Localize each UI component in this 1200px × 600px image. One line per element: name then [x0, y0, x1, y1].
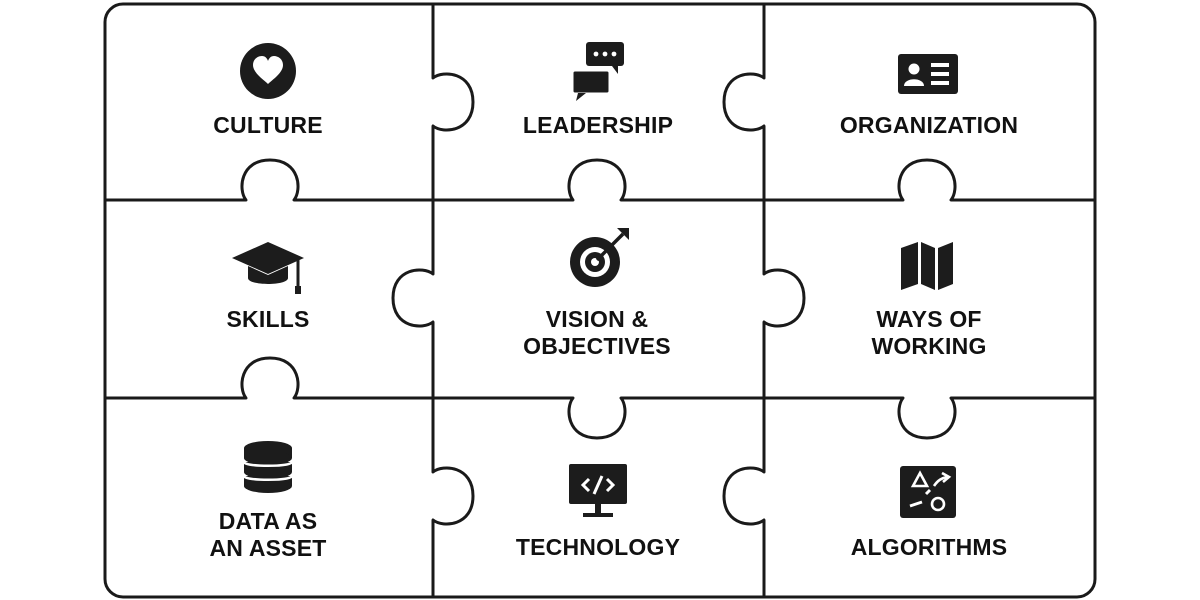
seam-h2: [103, 356, 1097, 440]
heart-icon: [240, 43, 296, 99]
seam-v1: [391, 2, 475, 599]
culture-label: CULTURE: [213, 112, 323, 138]
database-icon: [242, 441, 294, 493]
technology-label: TECHNOLOGY: [516, 534, 680, 560]
skills-label: SKILLS: [227, 306, 310, 332]
vision-label-line1: VISION &: [546, 306, 649, 332]
algorithm-icon: [900, 466, 956, 518]
data-label-line2: AN ASSET: [209, 535, 326, 561]
graduation-cap-icon: [232, 242, 304, 294]
algorithms-label: ALGORITHMS: [851, 534, 1008, 560]
puzzle-frame: [103, 2, 1097, 599]
id-card-icon: [898, 54, 958, 94]
vision-label-line2: OBJECTIVES: [523, 333, 671, 359]
code-monitor-icon: [569, 464, 627, 517]
chat-bubbles-icon: [570, 42, 624, 101]
seam-v2: [722, 2, 806, 599]
leadership-label: LEADERSHIP: [523, 112, 673, 138]
organization-label: ORGANIZATION: [840, 112, 1018, 138]
target-icon: [570, 228, 629, 287]
seam-h1-a: [103, 158, 1097, 202]
ways-label-line1: WAYS OF: [876, 306, 981, 332]
data-label-line1: DATA AS: [219, 508, 318, 534]
map-icon: [901, 242, 953, 290]
ways-label-line2: WORKING: [871, 333, 986, 359]
